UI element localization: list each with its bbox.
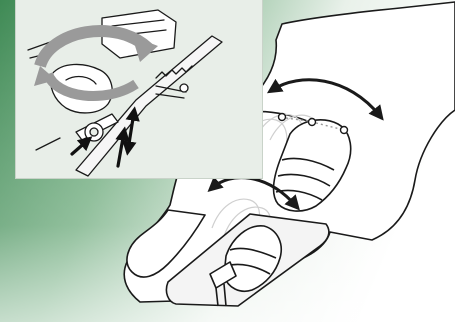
inset-illustration [16,0,262,178]
adjust-knob-center [90,128,98,136]
rod-end [180,84,188,92]
joint-marker-3 [341,127,348,134]
inset-detail-panel [16,0,262,178]
joint-marker-1 [279,114,286,121]
joint-marker-2 [309,119,316,126]
